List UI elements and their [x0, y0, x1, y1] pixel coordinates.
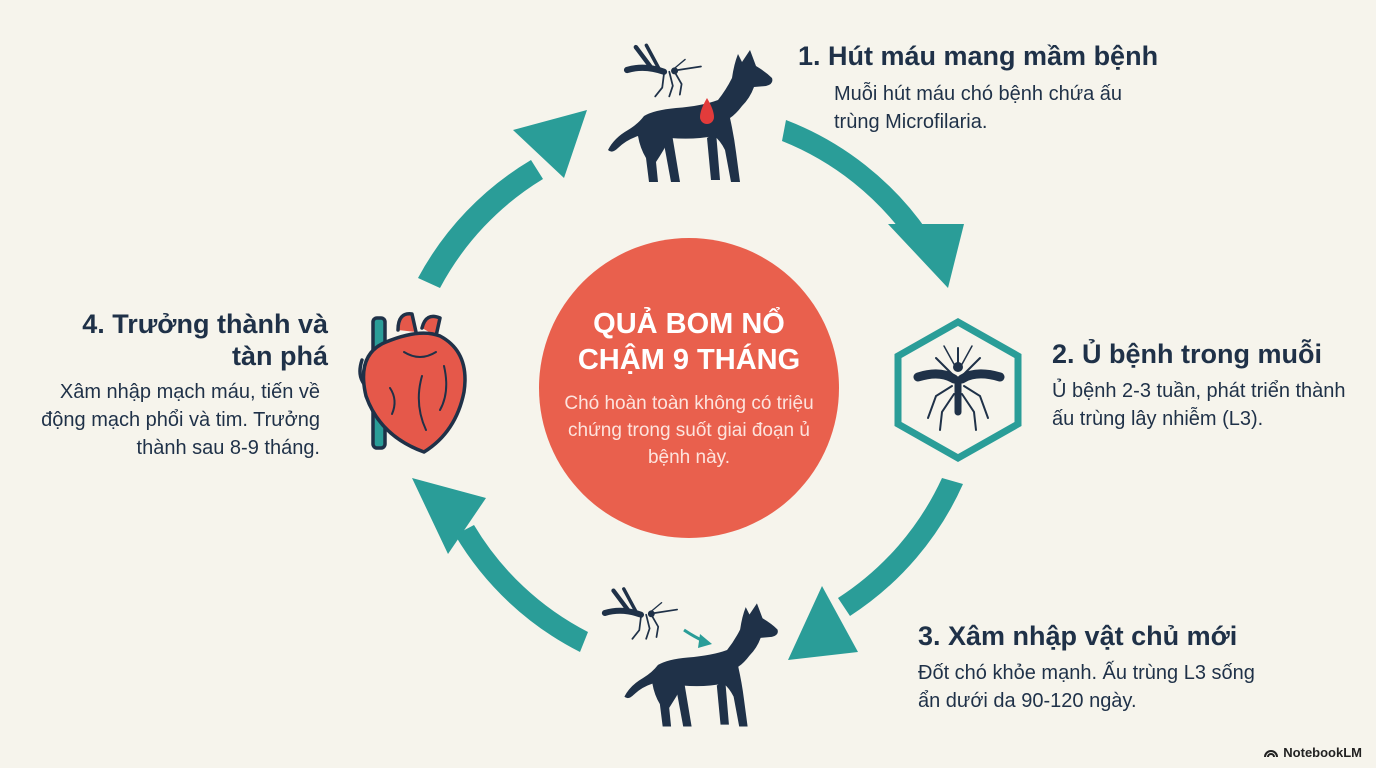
mosquito-to-dog-icon	[605, 589, 778, 727]
heart-icon	[358, 312, 467, 454]
step-4-title: 4. Trưởng thành và tàn phá	[82, 309, 328, 371]
step-4-description: Xâm nhập mạch máu, tiến về động mạch phổ…	[41, 381, 320, 459]
notebooklm-label: NotebookLM	[1283, 745, 1362, 760]
step-2-title: 2. Ủ bệnh trong muỗi	[1052, 339, 1322, 369]
mosquito-hexagon-icon	[894, 317, 1022, 463]
arrow-step3-to-step4	[412, 478, 588, 652]
step-1-title: 1. Hút máu mang mầm bệnh	[798, 41, 1159, 71]
arrow-step4-to-step1	[418, 110, 587, 288]
notebooklm-logo-icon	[1264, 749, 1279, 757]
step-3-title: 3. Xâm nhập vật chủ mới	[918, 621, 1238, 651]
cycle-arrows	[412, 110, 964, 660]
center-description: Chó hoàn toàn không có triệu chứng trong…	[564, 392, 814, 468]
center-title: QUẢ BOM NỔ CHẬM 9 THÁNG	[577, 307, 801, 376]
arrow-step2-to-step3	[788, 478, 963, 660]
notebooklm-branding: NotebookLM	[1264, 745, 1362, 760]
blood-drop-icon	[700, 98, 714, 124]
mosquito-biting-dog-icon	[608, 45, 773, 182]
step-2-description: Ủ bệnh 2-3 tuần, phát triển thành ấu trù…	[1052, 380, 1346, 430]
arrow-step1-to-step2	[782, 120, 964, 288]
step-1-description: Muỗi hút máu chó bệnh chứa ấu trùng Micr…	[834, 83, 1123, 133]
step-3-description: Đốt chó khỏe mạnh. Ấu trùng L3 sống ẩn d…	[918, 662, 1255, 712]
center-circle: QUẢ BOM NỔ CHẬM 9 THÁNG Chó hoàn toàn kh…	[539, 238, 839, 538]
